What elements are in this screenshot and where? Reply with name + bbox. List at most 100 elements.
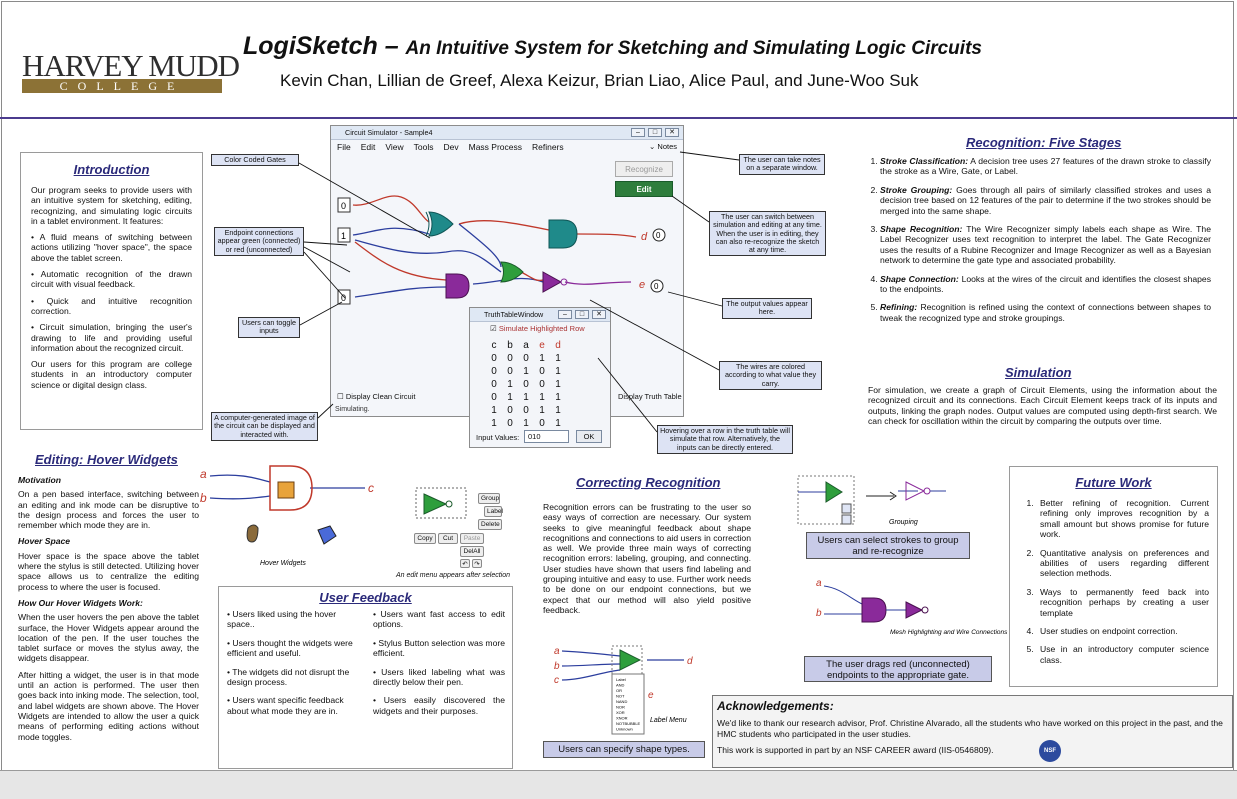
cut-button[interactable]: Cut [438,533,458,544]
how-text-2: After hitting a widget, the user is in t… [18,669,199,742]
header-cell: e [539,340,545,351]
menu-mass-process[interactable]: Mass Process [468,142,522,152]
title-main: LogiSketch [243,32,378,60]
authors: Kevin Chan, Lillian de Greef, Alexa Keiz… [280,71,919,90]
paste-button[interactable]: Paste [460,533,484,544]
introduction-title: Introduction [73,162,150,177]
edit-button[interactable]: Edit [615,181,673,197]
wire [823,585,863,605]
hover-space-text: Hover space is the space above the table… [18,550,199,592]
table-cell: 0 [491,366,497,377]
copy-button[interactable]: Copy [414,533,436,544]
how-text-1: When the user hovers the pen above the t… [18,612,199,664]
future-work-list: Better refining of recognition. Current … [1010,498,1209,665]
sketch-label: e [648,690,654,701]
table-cell: 0 [507,405,513,416]
minimize-icon[interactable]: – [631,128,645,137]
group-button[interactable]: Group [478,493,500,504]
callout-outputs: The output values appear here. [722,298,812,319]
selection-box [415,487,467,519]
output-value: 0 [656,231,661,240]
label-menu-image: a b c d e Label AND OR NOT NAND NOR XOR … [554,645,693,735]
table-cell: 1 [523,366,529,377]
display-truth-label[interactable]: Display Truth Table [618,392,682,401]
label-menu-item: Label [616,677,626,682]
table-cell: 0 [507,418,513,429]
maximize-icon[interactable]: □ [575,310,589,319]
feedback-item: • Users want specific feedback about wha… [227,695,344,716]
menu-edit[interactable]: Edit [360,142,376,152]
header-cell: a [523,340,529,351]
input-values-field[interactable]: 010 [524,430,569,443]
not-gate [905,601,924,619]
close-icon[interactable]: ✕ [592,310,606,319]
correcting-title: Correcting Recognition [576,475,721,490]
feedback-item: • The widgets did not disrupt the design… [227,666,350,688]
label-button[interactable]: Label [484,506,503,517]
edit-menu-caption: An edit menu appears after selection [396,572,511,579]
circuit-canvas[interactable]: 0 1 0 0 0 d e [331,162,685,394]
introduction-bullet: • Quick and intuitive recognition correc… [31,295,192,316]
truth-table-window: TruthTableWindow – □ ✕ ☑ Simulate Highli… [469,307,611,448]
label-menu-item: NAND [616,699,627,704]
callout-generated: A computer-generated image of the circui… [211,412,318,441]
introduction-bullet: • Automatic recognition of the drawn cir… [31,269,192,290]
label-d: d [641,231,648,243]
label-widget-icon [317,525,337,545]
table-cell: 0 [539,379,545,390]
simulate-highlighted-checkbox[interactable]: ☑ Simulate Highlighted Row [490,324,610,333]
redo-icon[interactable]: ↷ [472,559,482,568]
menu-view[interactable]: View [385,142,404,152]
recognition-list: Stroke Classification: A decision tree u… [864,156,1211,331]
group-icon [841,503,852,514]
recognition-stage: Stroke Classification: A decision tree u… [880,156,1211,177]
menu-tools[interactable]: Tools [413,142,434,152]
sketch-label: c [368,481,374,495]
minimize-icon[interactable]: – [558,310,572,319]
future-work-title: Future Work [1075,475,1152,490]
not-gate [825,481,843,503]
ok-button[interactable]: OK [576,430,602,443]
menu-dev[interactable]: Dev [443,142,459,152]
wire [458,220,550,231]
menu-refiners[interactable]: Refiners [531,142,564,152]
display-clean-checkbox[interactable]: ☐ Display Clean Circuit [337,392,415,401]
menu-file[interactable]: File [337,142,351,152]
callout-color-coded: Color Coded Gates [211,154,299,167]
recognize-button[interactable]: Recognize [615,161,673,177]
label-menu-item: Unknown [616,727,633,732]
delete-button[interactable]: Delete [478,519,502,530]
wire [564,281,632,285]
table-cell: 0 [507,353,513,364]
feedback-item: • Users liked labeling what was directly… [373,666,505,688]
stage-name: Shape Connection: [880,273,959,284]
delete-all-button[interactable]: DelAll [460,546,484,557]
output-value: 0 [654,282,659,291]
introduction-body: Our program seeks to provide users with … [31,185,192,390]
maximize-icon[interactable]: □ [648,128,662,137]
header-cell: c [491,340,497,351]
motivation-text: On a pen based interface, switching betw… [18,489,199,531]
table-cell: 1 [491,418,497,429]
introduction-para1: Our program seeks to provide users with … [31,185,192,226]
undo-icon[interactable]: ↶ [460,559,470,568]
acknowledgements-panel: Acknowledgements: We'd like to thank our… [712,695,1233,768]
user-feedback-panel: User Feedback • Users liked using the ho… [218,586,513,769]
stage-text: Recognition is refined using the context… [880,302,1211,323]
stage-text: The Wire Recognizer simply labels each s… [880,224,1211,266]
header-divider [0,117,1237,119]
close-icon[interactable]: ✕ [665,128,679,137]
header-cell: d [555,340,561,351]
label-e: e [639,279,645,291]
recognition-title: Recognition: Five Stages [966,135,1122,150]
input-value: 1 [341,231,346,241]
table-cell: 1 [555,353,561,364]
notes-button[interactable]: ⌄ Notes [649,142,677,152]
